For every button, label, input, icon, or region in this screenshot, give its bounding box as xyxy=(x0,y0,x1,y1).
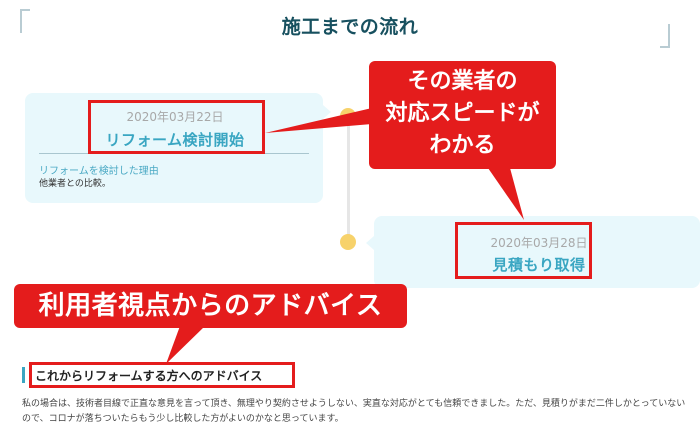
reason-text: 他業者との比較。 xyxy=(39,179,111,189)
page-title: 施工までの流れ xyxy=(281,16,419,38)
timeline-date: 2020年03月22日 xyxy=(126,110,224,124)
timeline-date: 2020年03月28日 xyxy=(490,236,588,250)
highlight-box-start xyxy=(88,100,265,154)
highlight-box-advice-heading xyxy=(29,362,295,388)
callout-response-speed: その業者の 対応スピードが わかる xyxy=(369,61,556,169)
title-bracket-right xyxy=(660,24,670,48)
timeline-card-estimate: 2020年03月28日 見積もり取得 xyxy=(366,216,700,288)
heading-accent-bar xyxy=(22,367,25,383)
timeline-line xyxy=(347,115,350,245)
timeline-step-title: リフォーム検討開始 xyxy=(105,131,245,149)
highlight-box-estimate xyxy=(455,222,592,279)
callout-line: わかる xyxy=(429,133,496,158)
callout-line: 対応スピードが xyxy=(385,101,540,126)
advice-body-text: 私の場合は、技術者目線で正直な意見を言って頂き、無理やり契約させようしない、実直… xyxy=(22,399,686,424)
title-bracket-left xyxy=(20,9,30,33)
advice-section-heading: これからリフォームする方へのアドバイス xyxy=(22,366,262,384)
reason-label: リフォームを検討した理由 xyxy=(39,166,159,177)
advice-heading-text: これからリフォームする方へのアドバイス xyxy=(35,368,263,383)
callout-user-advice: 利用者視点からのアドバイス xyxy=(14,284,407,328)
timeline-dot-icon xyxy=(340,234,356,250)
timeline-dot-icon xyxy=(340,108,356,124)
timeline-step-title: 見積もり取得 xyxy=(492,256,586,274)
callout-line: その業者の xyxy=(407,69,518,94)
